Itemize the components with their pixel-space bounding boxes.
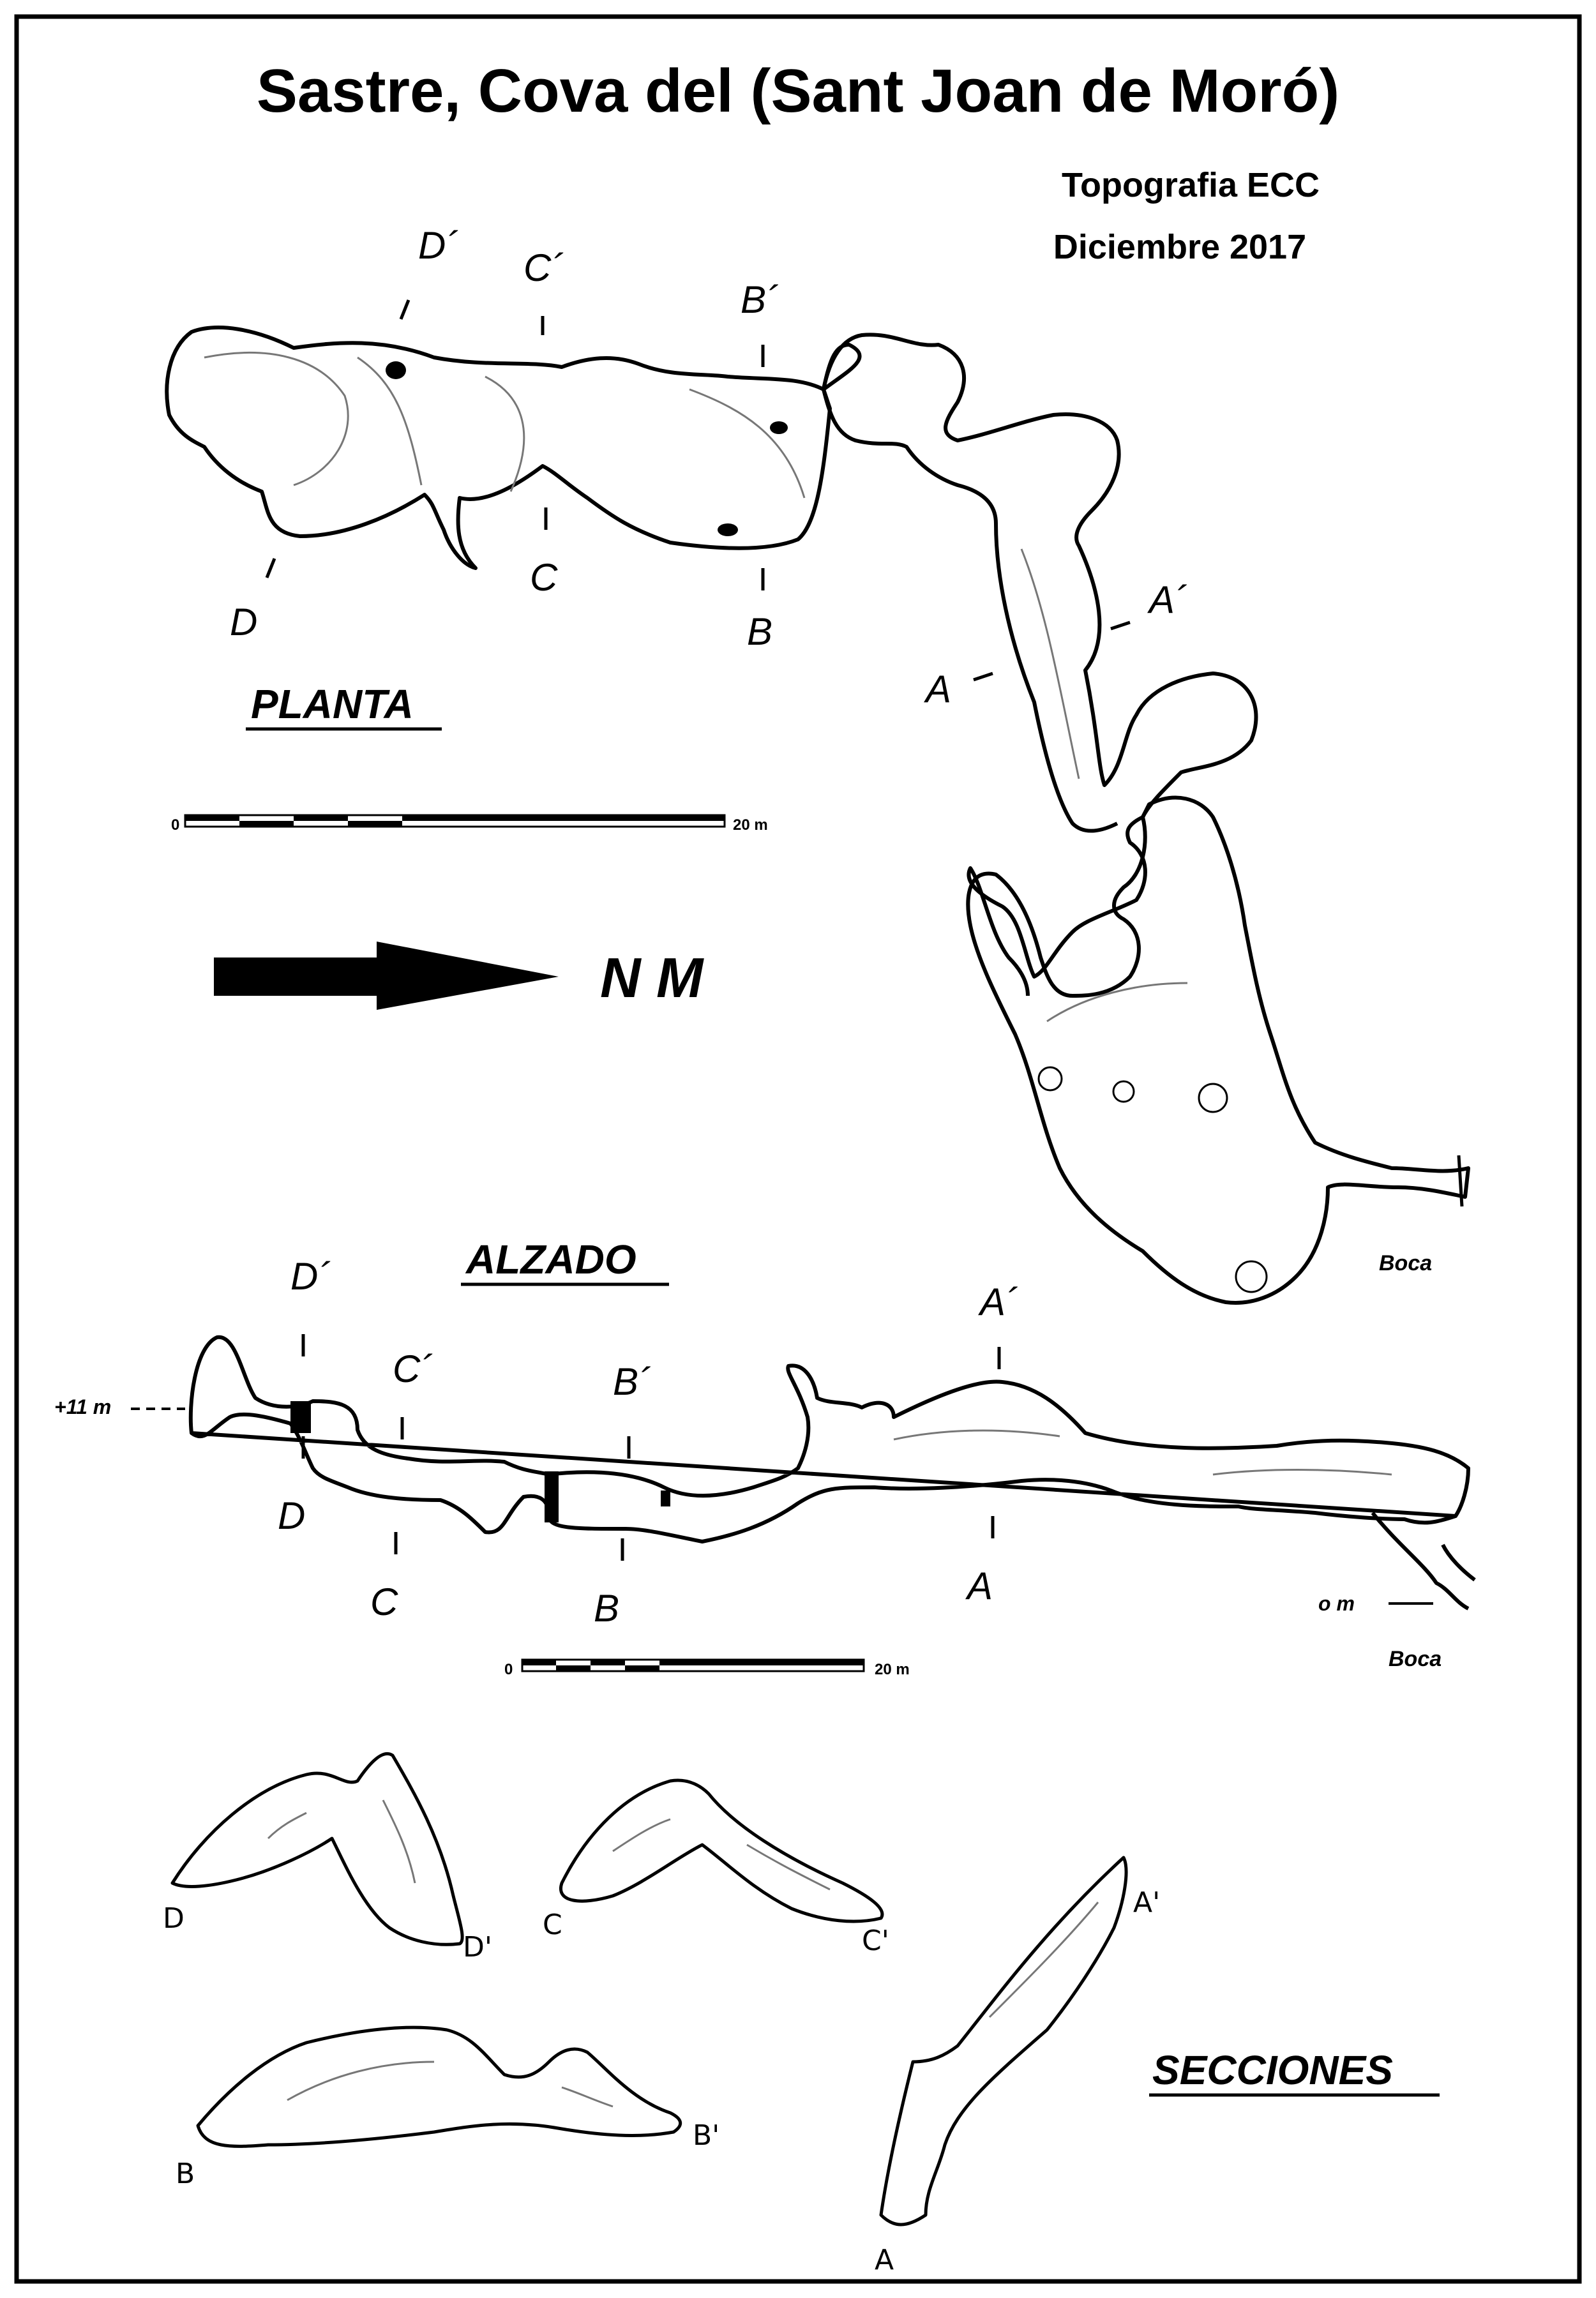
section-d-hatch [267, 1799, 416, 1884]
plan-rock-3 [1037, 1066, 1063, 1092]
sections-heading: SECCIONES [1152, 2047, 1393, 2093]
plan-ledge-4 [689, 388, 806, 499]
plan-rock-1 [1198, 1083, 1228, 1113]
plan-label-b-prime: B´ [741, 278, 779, 321]
section-a-outline [879, 1856, 1128, 2227]
elevation-profile [188, 1335, 1476, 1611]
plan-section-d-tick [265, 558, 276, 578]
plan-label-a: A [924, 668, 951, 710]
plan-cave-outline-entrance-chamber [966, 795, 1470, 1305]
elevation-top-level: +11 m [54, 1395, 111, 1418]
plan-scale-start: 0 [171, 816, 179, 834]
section-d-outline [170, 1752, 464, 1946]
section-label-a-prime: A' [1133, 1886, 1160, 1919]
elevation-label-c: C [370, 1581, 398, 1623]
plan-section-a-tick [973, 672, 993, 682]
page-border [14, 14, 1582, 2284]
plan-section-d-prime-tick [399, 299, 410, 320]
plan-boulder-1 [386, 361, 406, 379]
section-label-b: B [176, 2158, 195, 2190]
section-label-c: C [543, 1909, 562, 1941]
plan-label-c: C [530, 556, 558, 599]
plan-label-a-prime: A´ [1147, 578, 1187, 621]
plan-ledge-3 [485, 375, 525, 492]
plan-entrance-mark [1457, 1155, 1464, 1207]
survey-date: Diciembre 2017 [1053, 228, 1306, 266]
elevation-label-d: D [278, 1494, 305, 1537]
section-b-outline [196, 2025, 682, 2148]
elevation-rock-band-2 [545, 1471, 559, 1522]
elevation-label-a: A [965, 1565, 993, 1607]
plan-label-d: D [230, 601, 257, 643]
elevation-label-b-prime: B´ [613, 1360, 651, 1403]
plan-ledge-6 [1046, 982, 1188, 1023]
plan-cave-outline-west [165, 326, 862, 570]
section-label-a: A [875, 2244, 894, 2276]
elevation-section-labels: D´ D C´ C B´ B A´ A [278, 1255, 1018, 1630]
section-c-outline [559, 1778, 884, 1923]
plan-entrance-label: Boca [1379, 1251, 1432, 1275]
section-c-hatch [612, 1818, 831, 1891]
survey-credit: Topografia ECC [1062, 166, 1320, 204]
map-title: Sastre, Cova del (Sant Joan de Moró) [257, 57, 1339, 125]
plan-boulder-2 [770, 421, 788, 434]
plan-section-a-prime-tick [1110, 620, 1131, 631]
section-label-b-prime: B' [693, 2119, 719, 2152]
plan-heading: PLANTA [251, 681, 414, 727]
elevation-rock-band-3 [661, 1491, 670, 1506]
plan-boulder-3 [718, 523, 738, 536]
elevation-section-lines [301, 1334, 1001, 1561]
section-b-hatch [287, 2061, 614, 2108]
plan-ledge-2 [357, 356, 423, 486]
elevation-scale-start: 0 [504, 1661, 513, 1678]
plan-section-labels: D´ D C´ C B´ B A´ A [230, 224, 1187, 710]
plan-label-d-prime: D´ [418, 224, 458, 267]
elevation-label-b: B [594, 1587, 619, 1630]
plan-label-b: B [747, 610, 772, 653]
elevation-entrance-label: Boca [1389, 1647, 1442, 1671]
elevation-cave-outline [188, 1335, 1470, 1543]
elevation-label-c-prime: C´ [393, 1348, 433, 1390]
plan-label-c-prime: C´ [523, 246, 564, 289]
plan-rock-2 [1235, 1260, 1268, 1293]
north-arrow-icon [214, 942, 559, 1010]
elevation-label-a-prime: A´ [978, 1280, 1018, 1323]
cross-sections [170, 1752, 1128, 2227]
elevation-dome-ledge [893, 1429, 1060, 1441]
section-label-d: D [163, 1902, 184, 1935]
section-label-d-prime: D' [463, 1931, 492, 1964]
north-arrow: N M [214, 942, 704, 1010]
elevation-heading: ALZADO [465, 1236, 636, 1282]
plan-view [165, 326, 1470, 1305]
north-label: N M [600, 946, 704, 1009]
plan-section-lines [265, 299, 1131, 682]
plan-ledge-5 [1020, 548, 1080, 779]
plan-rock-4 [1112, 1080, 1135, 1103]
elevation-rock-band-1 [290, 1401, 311, 1433]
section-label-c-prime: C' [862, 1925, 889, 1957]
plan-cave-outline-north-bend [822, 333, 1258, 996]
elevation-entrance-shaft [1371, 1512, 1476, 1611]
section-labels: D D' C C' B B' A A' [163, 1886, 1160, 2276]
plan-ledge-1 [204, 352, 349, 486]
elevation-scale-end: 20 m [875, 1661, 910, 1678]
plan-scale-bar: 0 20 m [171, 814, 768, 834]
elevation-base-level: o m [1318, 1592, 1355, 1615]
elevation-scale-bar: 0 20 m [504, 1658, 910, 1678]
plan-scale-end: 20 m [733, 816, 768, 834]
elevation-label-d-prime: D´ [290, 1255, 331, 1298]
elevation-dripline [1212, 1469, 1392, 1476]
plan-cave-outline-south-bend [822, 389, 1118, 833]
section-a-hatch [988, 1902, 1099, 2018]
